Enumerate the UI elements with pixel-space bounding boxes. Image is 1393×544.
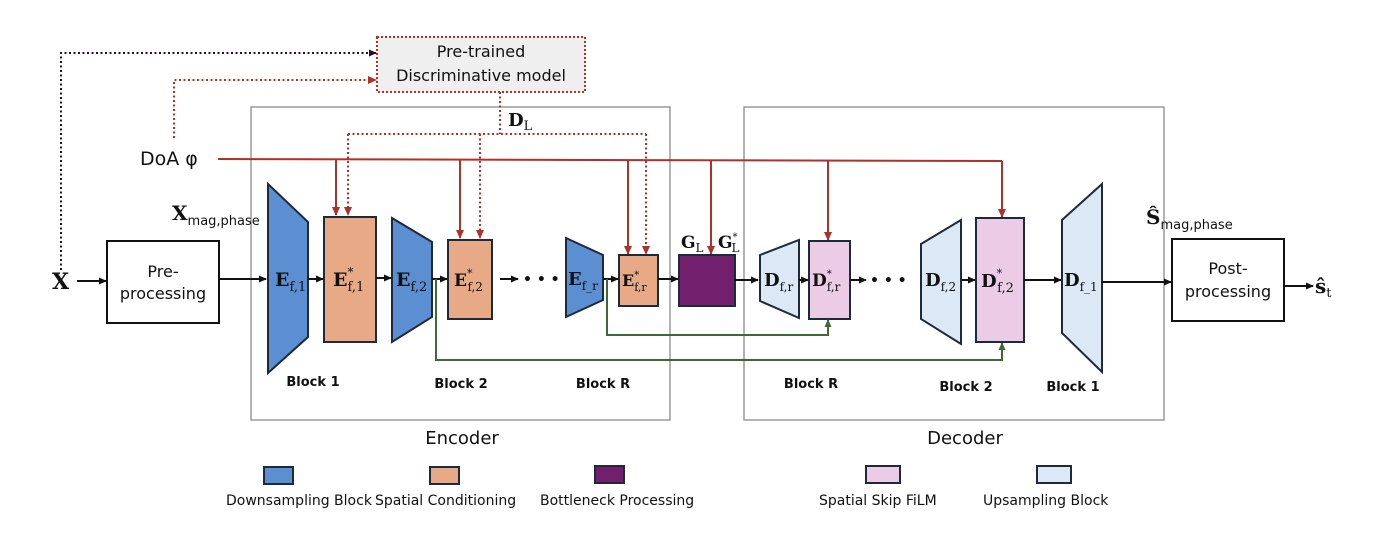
encoder-block-1-label: Block 1 [286,375,339,390]
upsampling-block-df2 [920,218,962,346]
doa-bus-line [217,158,1003,162]
legend-label-downsampling: Downsampling Block [226,493,373,509]
decoder-title: Decoder [927,428,1003,449]
gl-star-label: G*L [718,232,740,255]
pretrained-model-line1: Pre-trained [437,42,525,61]
upsampling-block-dfr [759,238,800,320]
x-to-pretrained-dotted-line [60,49,377,270]
spatial-conditioning-ef1 [323,216,377,343]
encoder-ellipsis: • • • [523,272,560,288]
efr-star-label: E*f,r [622,270,647,294]
postprocessing-line1: Post- [1208,259,1247,278]
legend-swatch-film [865,465,901,484]
downsampling-block-ef2 [391,216,433,344]
pretrained-model-box [376,36,586,93]
encoder-block-r-label: Block R [576,377,630,392]
s-hat-mag-phase-label: Ŝmag,phase [1146,204,1233,233]
doa-to-pretrained-dotted-line [173,76,377,138]
doa-label: DoA φ [140,148,198,170]
dl-label: DL [508,110,533,134]
preprocessing-line1: Pre- [147,262,178,281]
legend: Downsampling Block Spatial Conditioning … [226,465,1109,509]
spatial-conditioning-efr [618,254,659,307]
decoder-block-2-label: Block 2 [939,380,992,395]
legend-label-bottleneck: Bottleneck Processing [540,493,694,509]
preprocessing-box [106,240,220,324]
dfr-star-label: D*f,r [812,269,841,294]
decoder-frame [743,106,1165,421]
legend-label-upsampling: Upsampling Block [983,493,1109,509]
legend-swatch-conditioning [429,466,460,485]
encoder-title: Encoder [425,428,499,449]
ef2-star-label: E*f,2 [454,267,483,294]
decoder-block-r-label: Block R [784,377,838,392]
spatial-conditioning-ef2 [447,239,493,320]
legend-swatch-downsampling [263,466,294,485]
gl-label: GL [681,233,704,255]
legend-swatch-bottleneck [594,465,625,484]
preprocessing-line2: processing [120,284,206,303]
ef1-label: Ef,1 [275,269,306,295]
postprocessing-box [1171,238,1285,322]
legend-swatch-upsampling [1036,465,1072,484]
decoder-ellipsis: • • • [870,273,907,289]
skip-connection-efr-to-dfr [606,279,832,336]
df1-label: Df_1 [1064,270,1098,294]
skip-connection-ef2-to-df2 [435,279,1006,361]
downsampling-block-efr [565,236,604,319]
postprocessing-line2: processing [1185,282,1271,301]
dfr-label: Df,r [764,270,793,294]
decoder-block-1-label: Block 1 [1046,380,1099,395]
df2-star-label: D*f,2 [981,267,1014,296]
df2-label: Df,2 [925,270,956,294]
upsampling-block-df1 [1061,181,1103,375]
legend-label-film: Spatial Skip FiLM [819,493,937,509]
efr-label: Ef_r [568,269,598,293]
encoder-frame [250,106,671,421]
input-x-label: X [52,269,70,295]
bottleneck-block [678,254,736,307]
ef2-label: Ef,2 [396,269,427,295]
output-st-label: ŝt [1315,274,1332,301]
legend-label-conditioning: Spatial Conditioning [375,493,516,509]
spatial-skip-film-df2 [975,217,1025,343]
ef1-star-label: E*f,1 [333,265,364,295]
downsampling-block-ef1 [267,181,309,376]
x-mag-phase-label: Xmag,phase [172,201,260,229]
encoder-block-2-label: Block 2 [434,377,487,392]
pretrained-model-line2: Discriminative model [396,66,566,85]
